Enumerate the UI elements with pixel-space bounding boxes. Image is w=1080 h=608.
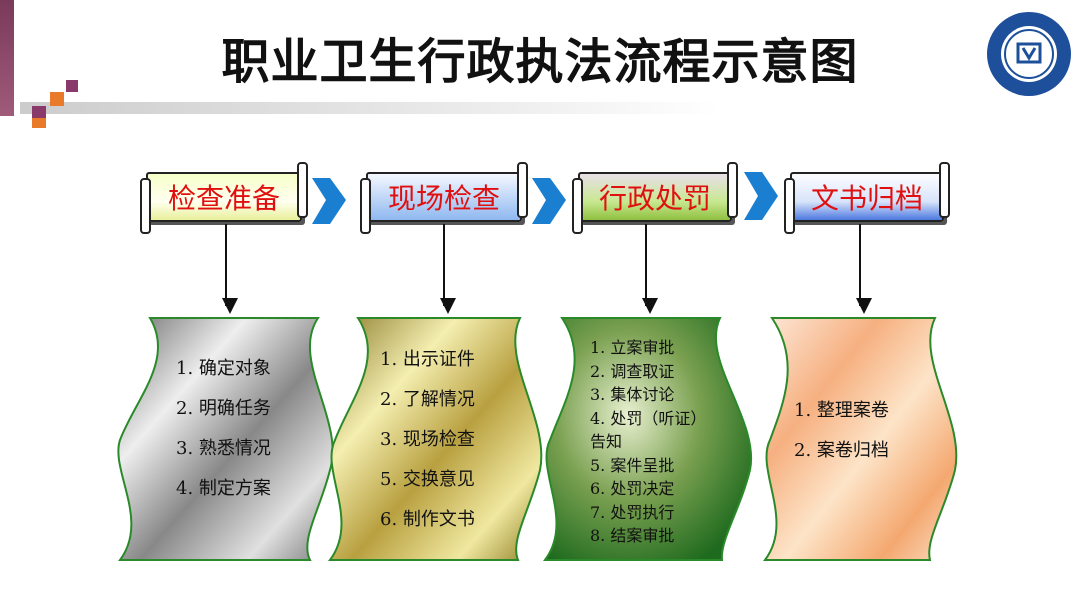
list-item: 1. 立案审批 [590, 338, 675, 357]
list-item: 告知 [590, 432, 623, 451]
health-inspection-logo [987, 12, 1071, 96]
list-item: 1. 出示证件 [380, 349, 475, 370]
list-item: 7. 处罚执行 [590, 502, 675, 522]
list-item: 6. 处罚决定 [590, 479, 675, 498]
list-item: 2. 明确任务 [176, 398, 271, 419]
list-item: 4. 制定方案 [176, 478, 271, 499]
page-title: 职业卫生行政执法流程示意图 [221, 34, 859, 90]
list-item: 2. 案卷归档 [794, 440, 889, 461]
stage-items-inspection: 1. 出示证件 2. 了解情况 3. 现场检查 5. 交换意见 6. 制作文书 [380, 351, 475, 529]
list-item: 5. 案件呈批 [590, 455, 675, 475]
list-item: 5. 交换意见 [380, 469, 475, 490]
decor-square [32, 106, 46, 120]
stage-items-penalty: 1. 立案审批 2. 调查取证 3. 集体讨论 4. 处罚（听证） 告知 5. … [590, 340, 706, 544]
list-item: 2. 了解情况 [380, 389, 475, 410]
list-item: 3. 集体讨论 [590, 385, 675, 404]
list-item: 4. 处罚（听证） [590, 408, 707, 428]
stage-items-preparation: 1. 确定对象 2. 明确任务 3. 熟悉情况 4. 制定方案 [176, 360, 271, 498]
list-item: 2. 调查取证 [590, 361, 675, 381]
wavy-banner-preparation [117, 317, 334, 561]
stage-header-preparation: 检查准备 [140, 162, 308, 234]
decor-square [32, 118, 46, 128]
wavy-banner-inspection [328, 317, 543, 561]
stage-header-inspection: 现场检查 [360, 162, 528, 234]
list-item: 1. 确定对象 [176, 358, 271, 379]
list-item: 3. 熟悉情况 [176, 438, 271, 459]
connector-arrows [222, 224, 872, 314]
decor-square [66, 80, 78, 92]
list-item: 6. 制作文书 [380, 509, 475, 530]
chevron-arrow-icon [312, 172, 778, 224]
list-item: 1. 整理案卷 [794, 400, 889, 421]
list-item: 3. 现场检查 [380, 429, 475, 450]
wavy-banner-penalty [543, 317, 753, 561]
list-item: 8. 结案审批 [590, 526, 675, 545]
left-accent-bar [0, 0, 14, 116]
stage-items-archive: 1. 整理案卷 2. 案卷归档 [794, 402, 889, 460]
header-divider [20, 102, 720, 114]
wavy-banner-archive [763, 317, 958, 561]
stage-header-penalty: 行政处罚 [572, 162, 738, 234]
stage-header-archive: 文书归档 [784, 162, 950, 234]
decor-square [50, 92, 64, 106]
